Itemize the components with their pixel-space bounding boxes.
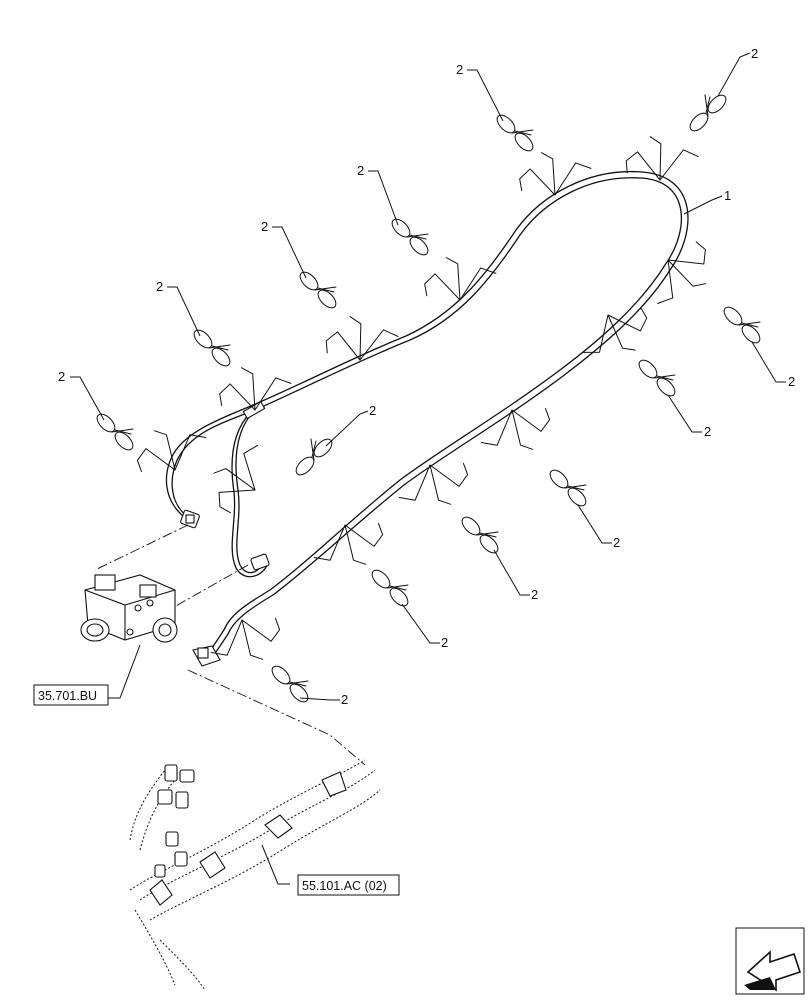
clip-branches — [129, 132, 723, 676]
valve-block — [80, 524, 249, 699]
harness-reference-view — [129, 669, 381, 991]
ref-box-valve-block[interactable]: 35.701.BU — [33, 684, 109, 706]
callout-tie: 2 — [456, 62, 463, 77]
callout-tie: 2 — [156, 279, 163, 294]
callout-tie: 2 — [58, 369, 65, 384]
ref-box-harness[interactable]: 55.101.AC (02) — [297, 874, 400, 896]
callout-tie: 2 — [751, 46, 758, 61]
main-harness — [165, 170, 689, 653]
tie-leaders — [70, 52, 786, 701]
callout-tie: 2 — [704, 424, 711, 439]
callout-labels: 1 2 2 2 2 2 2 2 2 2 2 2 2 2 — [58, 46, 795, 707]
ref-harness-label: 55.101.AC (02) — [302, 879, 387, 893]
connector-lower — [192, 645, 221, 667]
callout-tie: 2 — [341, 692, 348, 707]
callout-tie: 2 — [531, 587, 538, 602]
ref-valve-block-label: 35.701.BU — [38, 689, 97, 703]
callout-tie: 2 — [441, 635, 448, 650]
callout-tie: 2 — [788, 374, 795, 389]
callout-harness: 1 — [724, 188, 731, 203]
callout-tie: 2 — [261, 219, 268, 234]
callout-tie: 2 — [613, 535, 620, 550]
arrow-left-icon[interactable] — [735, 927, 805, 995]
callout-tie: 2 — [357, 163, 364, 178]
connector-middle — [250, 553, 270, 571]
callout-tie: 2 — [369, 403, 376, 418]
